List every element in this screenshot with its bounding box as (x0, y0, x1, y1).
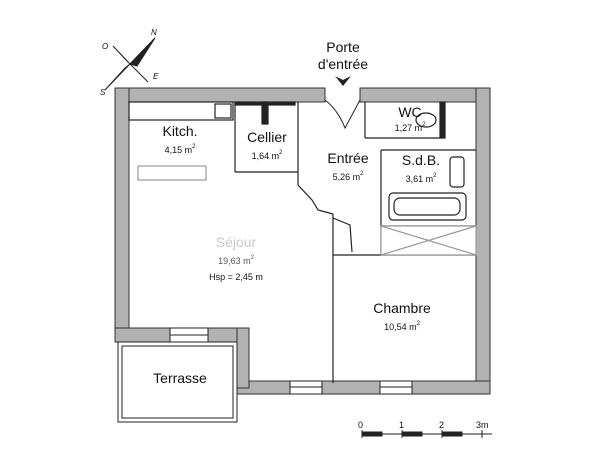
room-name: Cellier (247, 129, 287, 145)
room-area: 10,54 m2 (384, 321, 420, 332)
room-entry: Entrée 5,26 m2 (318, 150, 378, 182)
compass-east: E (153, 72, 159, 81)
entrance-arrow (324, 76, 361, 130)
room-area: 1,27 m2 (394, 122, 426, 133)
room-living: Séjour 19,63 m2 Hsp = 2,45 m (196, 234, 276, 282)
room-area: 4,15 m2 (164, 144, 196, 155)
room-name: WC (398, 104, 422, 120)
compass-rose (104, 37, 156, 91)
room-bedroom: Chambre 10,54 m2 (364, 300, 440, 332)
room-area: 5,26 m2 (332, 171, 364, 182)
room-name: Kitch. (162, 123, 198, 139)
room-name: Entrée (327, 150, 369, 166)
room-area: 3,61 m2 (405, 173, 437, 184)
entrance-label: Porte d'entrée (310, 39, 376, 73)
room-height: Hsp = 2,45 m (209, 272, 263, 282)
scale-bar (361, 430, 492, 438)
partitions (128, 101, 477, 383)
compass-west: O (102, 42, 109, 51)
room-name: Séjour (215, 234, 257, 250)
room-name: Chambre (373, 300, 431, 316)
compass-south: S (100, 88, 106, 97)
room-kitchen: Kitch. 4,15 m2 (150, 123, 210, 155)
room-bathroom: S.d.B. 3,61 m2 (393, 152, 449, 184)
room-wc: WC 1,27 m2 (385, 104, 435, 133)
windows (169, 327, 413, 395)
scale-tick-3: 3m (476, 420, 489, 430)
room-area: 1,64 m2 (251, 150, 283, 161)
room-cellar: Cellier 1,64 m2 (238, 129, 296, 161)
entrance-line2: d'entrée (317, 56, 369, 72)
room-area: 19,63 m2 (218, 255, 254, 266)
scale-tick-1: 1 (399, 420, 405, 430)
room-terrace: Terrasse (153, 370, 207, 386)
scale-tick-2: 2 (439, 420, 445, 430)
entrance-line1: Porte (326, 39, 360, 55)
room-name: S.d.B. (401, 152, 441, 168)
scale-tick-0: 0 (358, 420, 364, 430)
compass-north: N (151, 28, 157, 37)
